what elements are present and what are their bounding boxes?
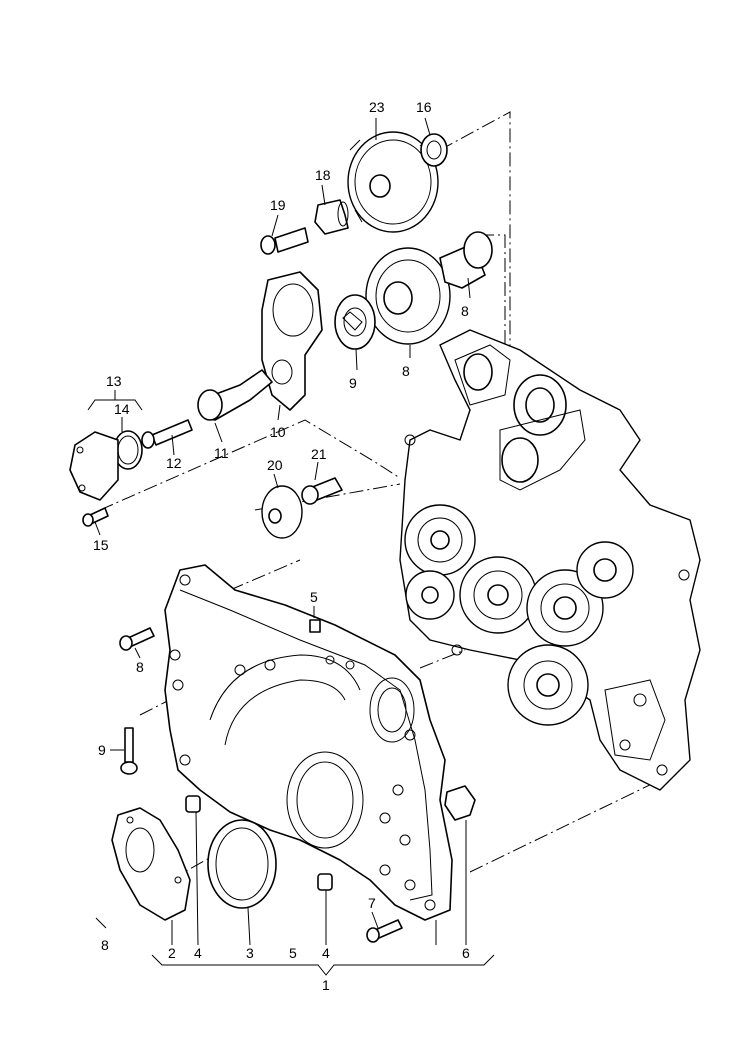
- callout-19: 16: [416, 99, 432, 115]
- flange-part-12: [334, 294, 376, 350]
- idler-shaft-part-14: [197, 369, 273, 421]
- callout-8-top-bolt: 8: [136, 659, 144, 675]
- callout-1: 1: [322, 977, 330, 993]
- bolt-part-22: [260, 227, 309, 255]
- camshaft-gear-part-20: [347, 131, 439, 233]
- bolt-part-7: [366, 919, 403, 943]
- callout-24: 21: [311, 446, 327, 462]
- callout-6: 6: [462, 945, 470, 961]
- callout-10: 8: [461, 303, 469, 319]
- callout-18: 15: [93, 537, 109, 553]
- shaft-part-10: [439, 231, 493, 289]
- callout-8-bottom-bolt: 8: [101, 937, 109, 953]
- bolt-part-8-upper: [119, 627, 155, 651]
- leader-lines: [87, 117, 495, 976]
- callout-labels: 23 16 18 19 8 8 9 10 11 12 13 14 15 20 2…: [93, 99, 469, 605]
- shaft-seal-part-3: [207, 819, 277, 909]
- callout-2: 2: [168, 945, 176, 961]
- gear-part-11: [365, 247, 451, 345]
- callout-22: 19: [270, 197, 286, 213]
- washer-part-19: [420, 133, 448, 167]
- small-gear-part-23: [261, 485, 303, 539]
- callout-7-bolt: 7: [368, 895, 376, 911]
- timing-cover: [164, 564, 453, 921]
- callout-12: 9: [349, 375, 357, 391]
- callout-4-right: 4: [322, 945, 330, 961]
- bracket-part-13: [261, 271, 323, 411]
- callout-17: 14: [114, 401, 130, 417]
- callout-15: 12: [166, 455, 182, 471]
- pin-part-24: [301, 477, 343, 505]
- callout-11: 8: [402, 363, 410, 379]
- callout-23: 20: [267, 457, 283, 473]
- callout-21: 18: [315, 167, 331, 183]
- callout-13: 10: [270, 424, 286, 440]
- bushing-part-21: [314, 199, 349, 235]
- flange-plate-part-2: [111, 807, 191, 921]
- callout-14: 11: [214, 445, 229, 461]
- callout-4-left: 4: [194, 945, 202, 961]
- cover-cap-part-16: [69, 431, 119, 501]
- callout-16: 13: [106, 373, 122, 389]
- bolt-part-18: [82, 507, 109, 527]
- cap-part-6: [444, 785, 476, 821]
- callout-3: 3: [246, 945, 254, 961]
- callout-5-plug: 5: [310, 589, 318, 605]
- callout-9-bolt: 9: [98, 742, 106, 758]
- engine-block-gear-train: [399, 329, 701, 791]
- callout-20: 23: [369, 99, 385, 115]
- bolt-part-9: [120, 727, 138, 775]
- bolt-part-15: [141, 419, 193, 449]
- dowel-sleeve-part-4-right: [317, 873, 333, 891]
- plug-part-5: [309, 619, 321, 633]
- callout-labels-main: 8 9 7 8 2 4 3 5 4 6 1: [98, 659, 470, 993]
- dowel-sleeve-part-4-left: [185, 795, 201, 813]
- callout-5-cover: 5: [289, 945, 297, 961]
